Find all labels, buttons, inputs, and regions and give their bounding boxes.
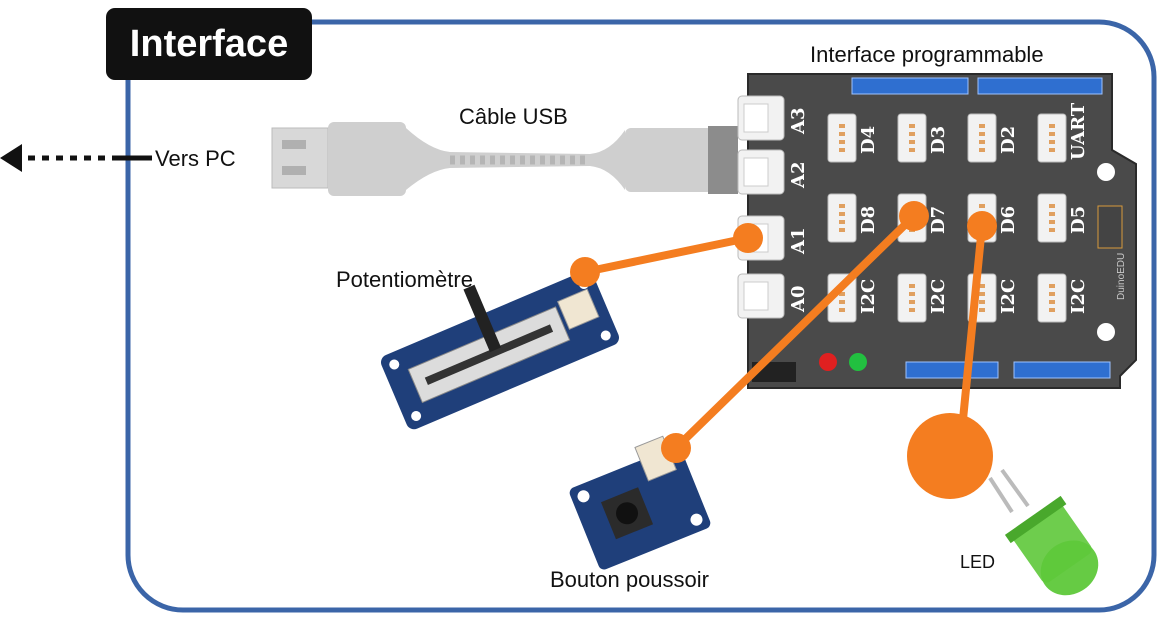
wire-ends	[570, 201, 997, 499]
port-a2: A2	[737, 149, 809, 195]
port-label-a2: A2	[788, 162, 809, 190]
port-uart-row1: UART	[1037, 102, 1089, 163]
wire-button	[672, 212, 918, 452]
port-i2c-row3: I2C	[897, 273, 949, 323]
port-d3-row1: D3	[897, 113, 949, 163]
led-component	[988, 468, 1099, 596]
port-label-d8: D8	[858, 206, 879, 234]
port-d2-row1: D2	[967, 113, 1019, 163]
port-label-d4: D4	[858, 126, 879, 154]
board-brand: DuinoEDU	[1116, 253, 1127, 300]
port-label-i2c: I2C	[858, 279, 879, 314]
port-a3: A3	[737, 95, 809, 141]
potentiometer-module	[381, 270, 619, 430]
port-label-d7: D7	[928, 206, 949, 234]
usb-cable	[271, 122, 738, 196]
wire-potentiometer	[581, 234, 752, 276]
port-i2c-row3: I2C	[827, 273, 879, 323]
pc-arrow	[0, 144, 152, 172]
port-d4-row1: D4	[827, 113, 879, 163]
button-label: Bouton poussoir	[550, 567, 709, 592]
port-label-d6: D6	[998, 206, 1019, 234]
led-label: LED	[960, 552, 996, 572]
wire-led	[956, 222, 986, 454]
port-label-i2c: I2C	[1068, 279, 1089, 314]
interface-title: Interface	[106, 8, 312, 80]
pc-label: Vers PC	[155, 146, 236, 171]
port-a0: A0	[737, 273, 809, 319]
port-label-uart: UART	[1068, 102, 1089, 160]
port-d8-row2: D8	[827, 193, 879, 243]
port-i2c-row3: I2C	[1037, 273, 1089, 323]
cable-label: Câble USB	[459, 104, 568, 129]
port-d5-row2: D5	[1037, 193, 1089, 243]
port-label-a0: A0	[788, 286, 809, 314]
port-label-d5: D5	[1068, 206, 1089, 234]
port-label-a3: A3	[788, 108, 809, 136]
port-label-a1: A1	[788, 228, 809, 256]
port-label-d2: D2	[998, 126, 1019, 154]
board-label: Interface programmable	[810, 42, 1044, 67]
port-label-i2c: I2C	[928, 279, 949, 314]
potentiometer-label: Potentiomètre	[336, 267, 473, 292]
wires	[581, 212, 986, 454]
port-label-i2c: I2C	[998, 279, 1019, 314]
port-label-d3: D3	[928, 126, 949, 154]
